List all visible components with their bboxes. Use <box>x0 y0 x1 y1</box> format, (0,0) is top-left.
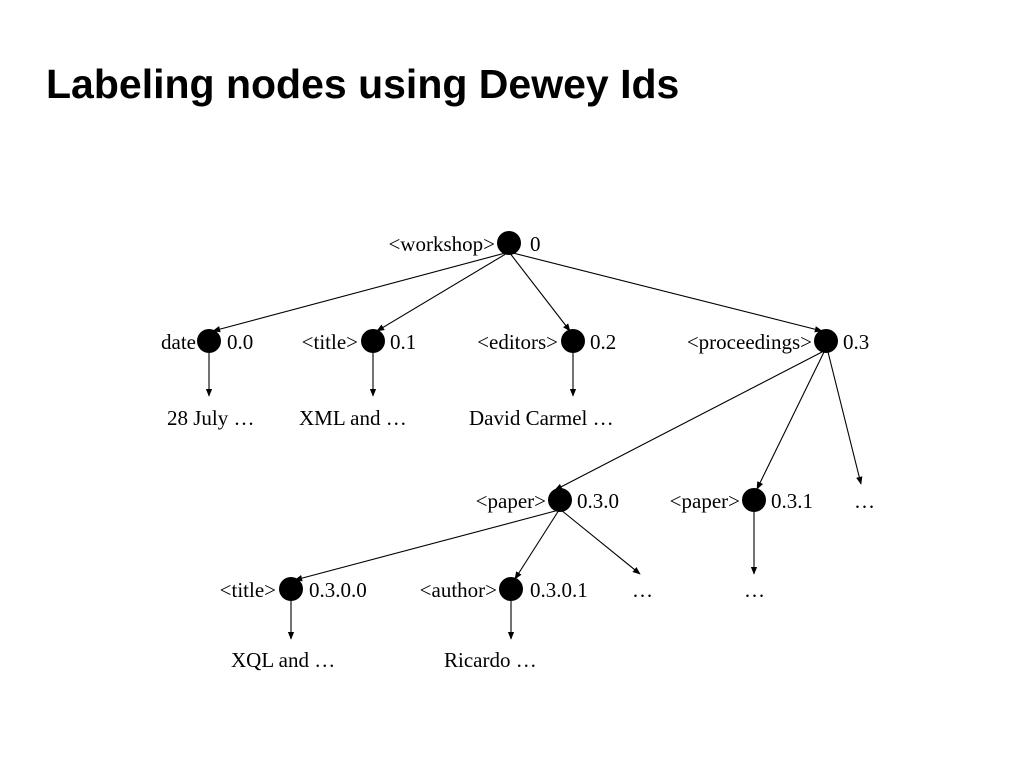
leaf-value-date: 28 July … <box>167 406 255 430</box>
dewey-id-workshop: 0 <box>530 232 541 256</box>
edge-proceedings-more <box>827 351 863 485</box>
edge-paper0-title <box>294 509 560 582</box>
tag-label-paper1: <paper> <box>670 489 740 513</box>
tag-label-date: date <box>161 330 196 354</box>
node-dot-editors <box>561 329 585 353</box>
ellipsis-paper1-more: … <box>744 578 765 602</box>
ellipsis-paper0-more: … <box>632 578 653 602</box>
edge-workshop-editors <box>508 251 571 332</box>
leaf-value-title: XML and … <box>299 406 407 430</box>
edge-proceedings-paper0 <box>554 351 823 491</box>
ellipsis-proceedings-more: … <box>854 489 875 513</box>
dewey-id-labels: 0 0.0 0.1 0.2 0.3 0.3.0 0.3.1 0.3.0.0 0.… <box>227 232 869 602</box>
node-dot-paper-author <box>499 577 523 601</box>
tag-label-workshop: <workshop> <box>388 232 495 256</box>
tag-labels: <workshop> date <title> <editors> <proce… <box>161 232 812 602</box>
edge-workshop-date <box>212 251 510 333</box>
dewey-id-date: 0.0 <box>227 330 253 354</box>
node-dot-paper0 <box>548 488 572 512</box>
tree-edges <box>205 251 863 640</box>
dewey-id-paper0: 0.3.0 <box>577 489 619 513</box>
edge-paper0-more <box>560 509 641 575</box>
edge-workshop-title <box>376 251 510 332</box>
tag-label-title: <title> <box>302 330 358 354</box>
tag-label-paper0: <paper> <box>476 489 546 513</box>
dewey-id-proceedings: 0.3 <box>843 330 869 354</box>
edge-paper0-author <box>514 509 560 580</box>
edge-workshop-proceedings <box>508 251 823 333</box>
dewey-id-paper-author: 0.3.0.1 <box>530 578 588 602</box>
edge-proceedings-paper1 <box>756 351 825 490</box>
ellipsis-markers: … … … <box>632 489 875 602</box>
dewey-id-paper1: 0.3.1 <box>771 489 813 513</box>
dewey-id-title: 0.1 <box>390 330 416 354</box>
dewey-id-paper-title: 0.3.0.0 <box>309 578 367 602</box>
node-dot-proceedings <box>814 329 838 353</box>
tag-label-paper-author: <author> <box>420 578 497 602</box>
node-dot-title <box>361 329 385 353</box>
node-dot-workshop <box>497 231 521 255</box>
slide-title: Labeling nodes using Dewey Ids <box>46 61 680 107</box>
tree-nodes <box>197 231 838 601</box>
leaf-values: 28 July … XML and … David Carmel … XQL a… <box>167 406 614 672</box>
node-dot-paper-title <box>279 577 303 601</box>
dewey-id-editors: 0.2 <box>590 330 616 354</box>
tag-label-paper-title: <title> <box>220 578 276 602</box>
leaf-value-paper-title: XQL and … <box>231 648 335 672</box>
tag-label-proceedings: <proceedings> <box>687 330 812 354</box>
leaf-value-editors: David Carmel … <box>469 406 614 430</box>
node-dot-date <box>197 329 221 353</box>
tag-label-editors: <editors> <box>477 330 558 354</box>
node-dot-paper1 <box>742 488 766 512</box>
leaf-value-paper-author: Ricardo … <box>444 648 537 672</box>
